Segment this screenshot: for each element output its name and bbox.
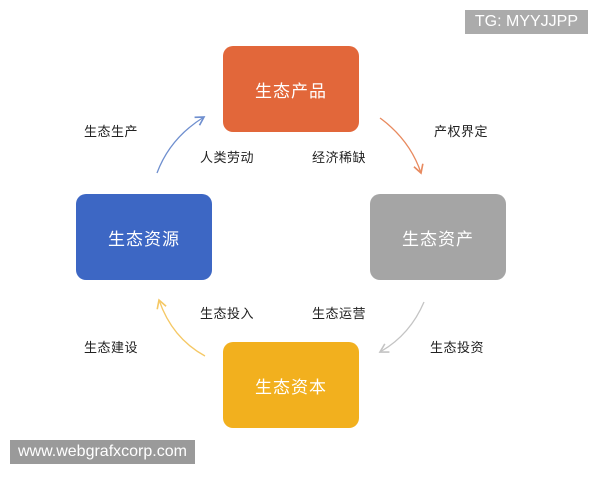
arrow-products-to-assets	[379, 117, 424, 175]
label-eco-input: 生态投入	[200, 307, 255, 322]
label-eco-investment: 生态投资	[430, 341, 485, 356]
node-ecological-products: 生态产品	[223, 46, 359, 132]
node-ecological-capital: 生态资本	[223, 342, 359, 428]
label-eco-production: 生态生产	[84, 125, 139, 140]
label-eco-construction: 生态建设	[84, 341, 139, 356]
node-ecological-assets: 生态资产	[370, 194, 506, 280]
label-property-rights: 产权界定	[434, 125, 489, 140]
label-eco-operation: 生态运营	[312, 307, 367, 322]
arrow-capital-to-resources	[156, 298, 206, 357]
arrow-assets-to-capital	[378, 301, 425, 353]
arrow-resources-to-products	[156, 116, 206, 174]
watermark-tg: TG: MYYJJPP	[464, 10, 588, 34]
watermark-site: www.webgrafxcorp.com	[10, 440, 195, 464]
label-economic-scarcity: 经济稀缺	[312, 151, 367, 166]
node-ecological-resources: 生态资源	[76, 194, 212, 280]
label-human-labor: 人类劳动	[200, 151, 255, 166]
